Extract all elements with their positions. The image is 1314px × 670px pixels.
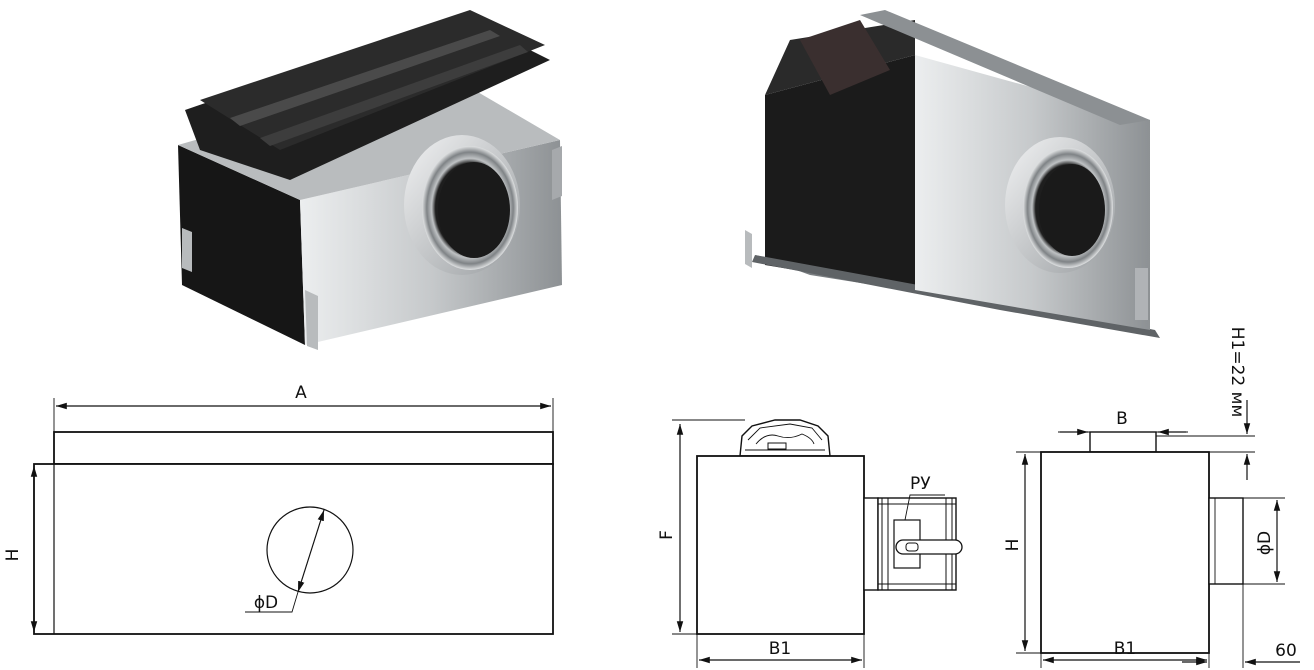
dimension-d-line <box>297 509 325 593</box>
drawing-end-view: B H1=22 мм H ϕD 60 B1 <box>1003 327 1300 668</box>
drawing-side-view: РУ F B1 <box>657 419 963 668</box>
side-body <box>696 455 865 635</box>
dimension-f-label: F <box>657 530 677 540</box>
drawing-front-view: A H ϕD <box>3 383 554 635</box>
dimension-end-d-label: ϕD <box>1255 531 1275 555</box>
front-spigot-circle <box>266 506 354 594</box>
damper-label: РУ <box>910 474 931 494</box>
product-render-front <box>178 10 562 350</box>
end-spigot <box>1208 497 1244 585</box>
dimension-d-label: ϕD <box>254 593 278 613</box>
dimension-60-label: 60 <box>1275 641 1297 661</box>
dimension-b1-label: B1 <box>769 639 791 659</box>
dimension-h-label: H <box>3 549 23 562</box>
end-body <box>1040 451 1210 654</box>
product-render-rear <box>745 10 1160 338</box>
dimension-end-b1-label: B1 <box>1114 639 1136 659</box>
damper-leader <box>904 494 945 521</box>
dimension-a-label: A <box>295 383 307 403</box>
side-grille-profile <box>739 419 831 457</box>
front-top-grille <box>53 431 554 465</box>
dimension-b-label: B <box>1116 409 1128 429</box>
dimension-h1-label: H1=22 мм <box>1227 327 1247 418</box>
dimension-end-h-label: H <box>1003 539 1023 552</box>
side-damper <box>863 497 963 591</box>
end-slot <box>1089 431 1157 453</box>
